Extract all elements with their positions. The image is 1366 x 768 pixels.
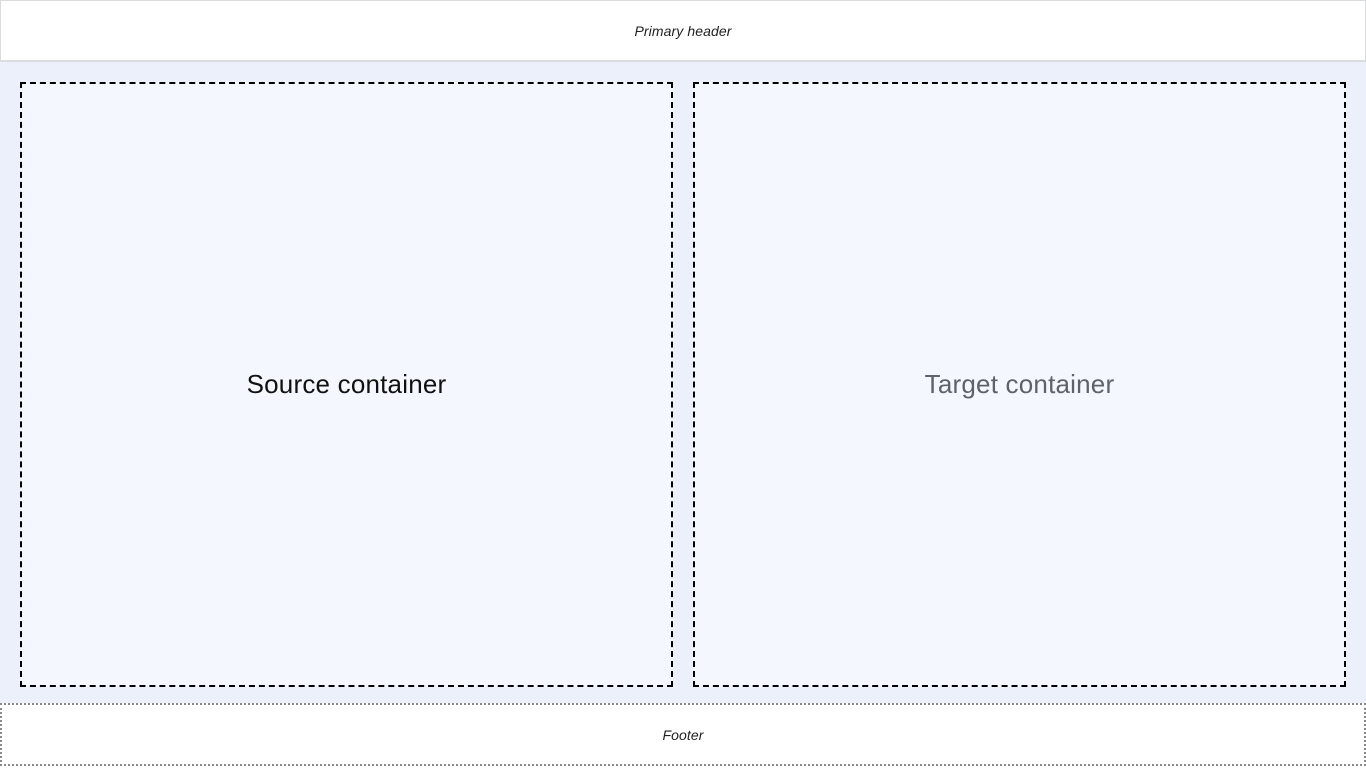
main-area: Source container Target container	[0, 62, 1366, 703]
source-container-label: Source container	[246, 369, 447, 399]
target-container-label: Target container	[924, 369, 1115, 399]
footer-label: Footer	[662, 726, 704, 743]
footer: Footer	[0, 703, 1366, 766]
source-container[interactable]: Source container	[20, 82, 673, 687]
primary-header: Primary header	[0, 0, 1366, 62]
primary-header-label: Primary header	[634, 22, 732, 39]
target-container[interactable]: Target container	[693, 82, 1346, 687]
